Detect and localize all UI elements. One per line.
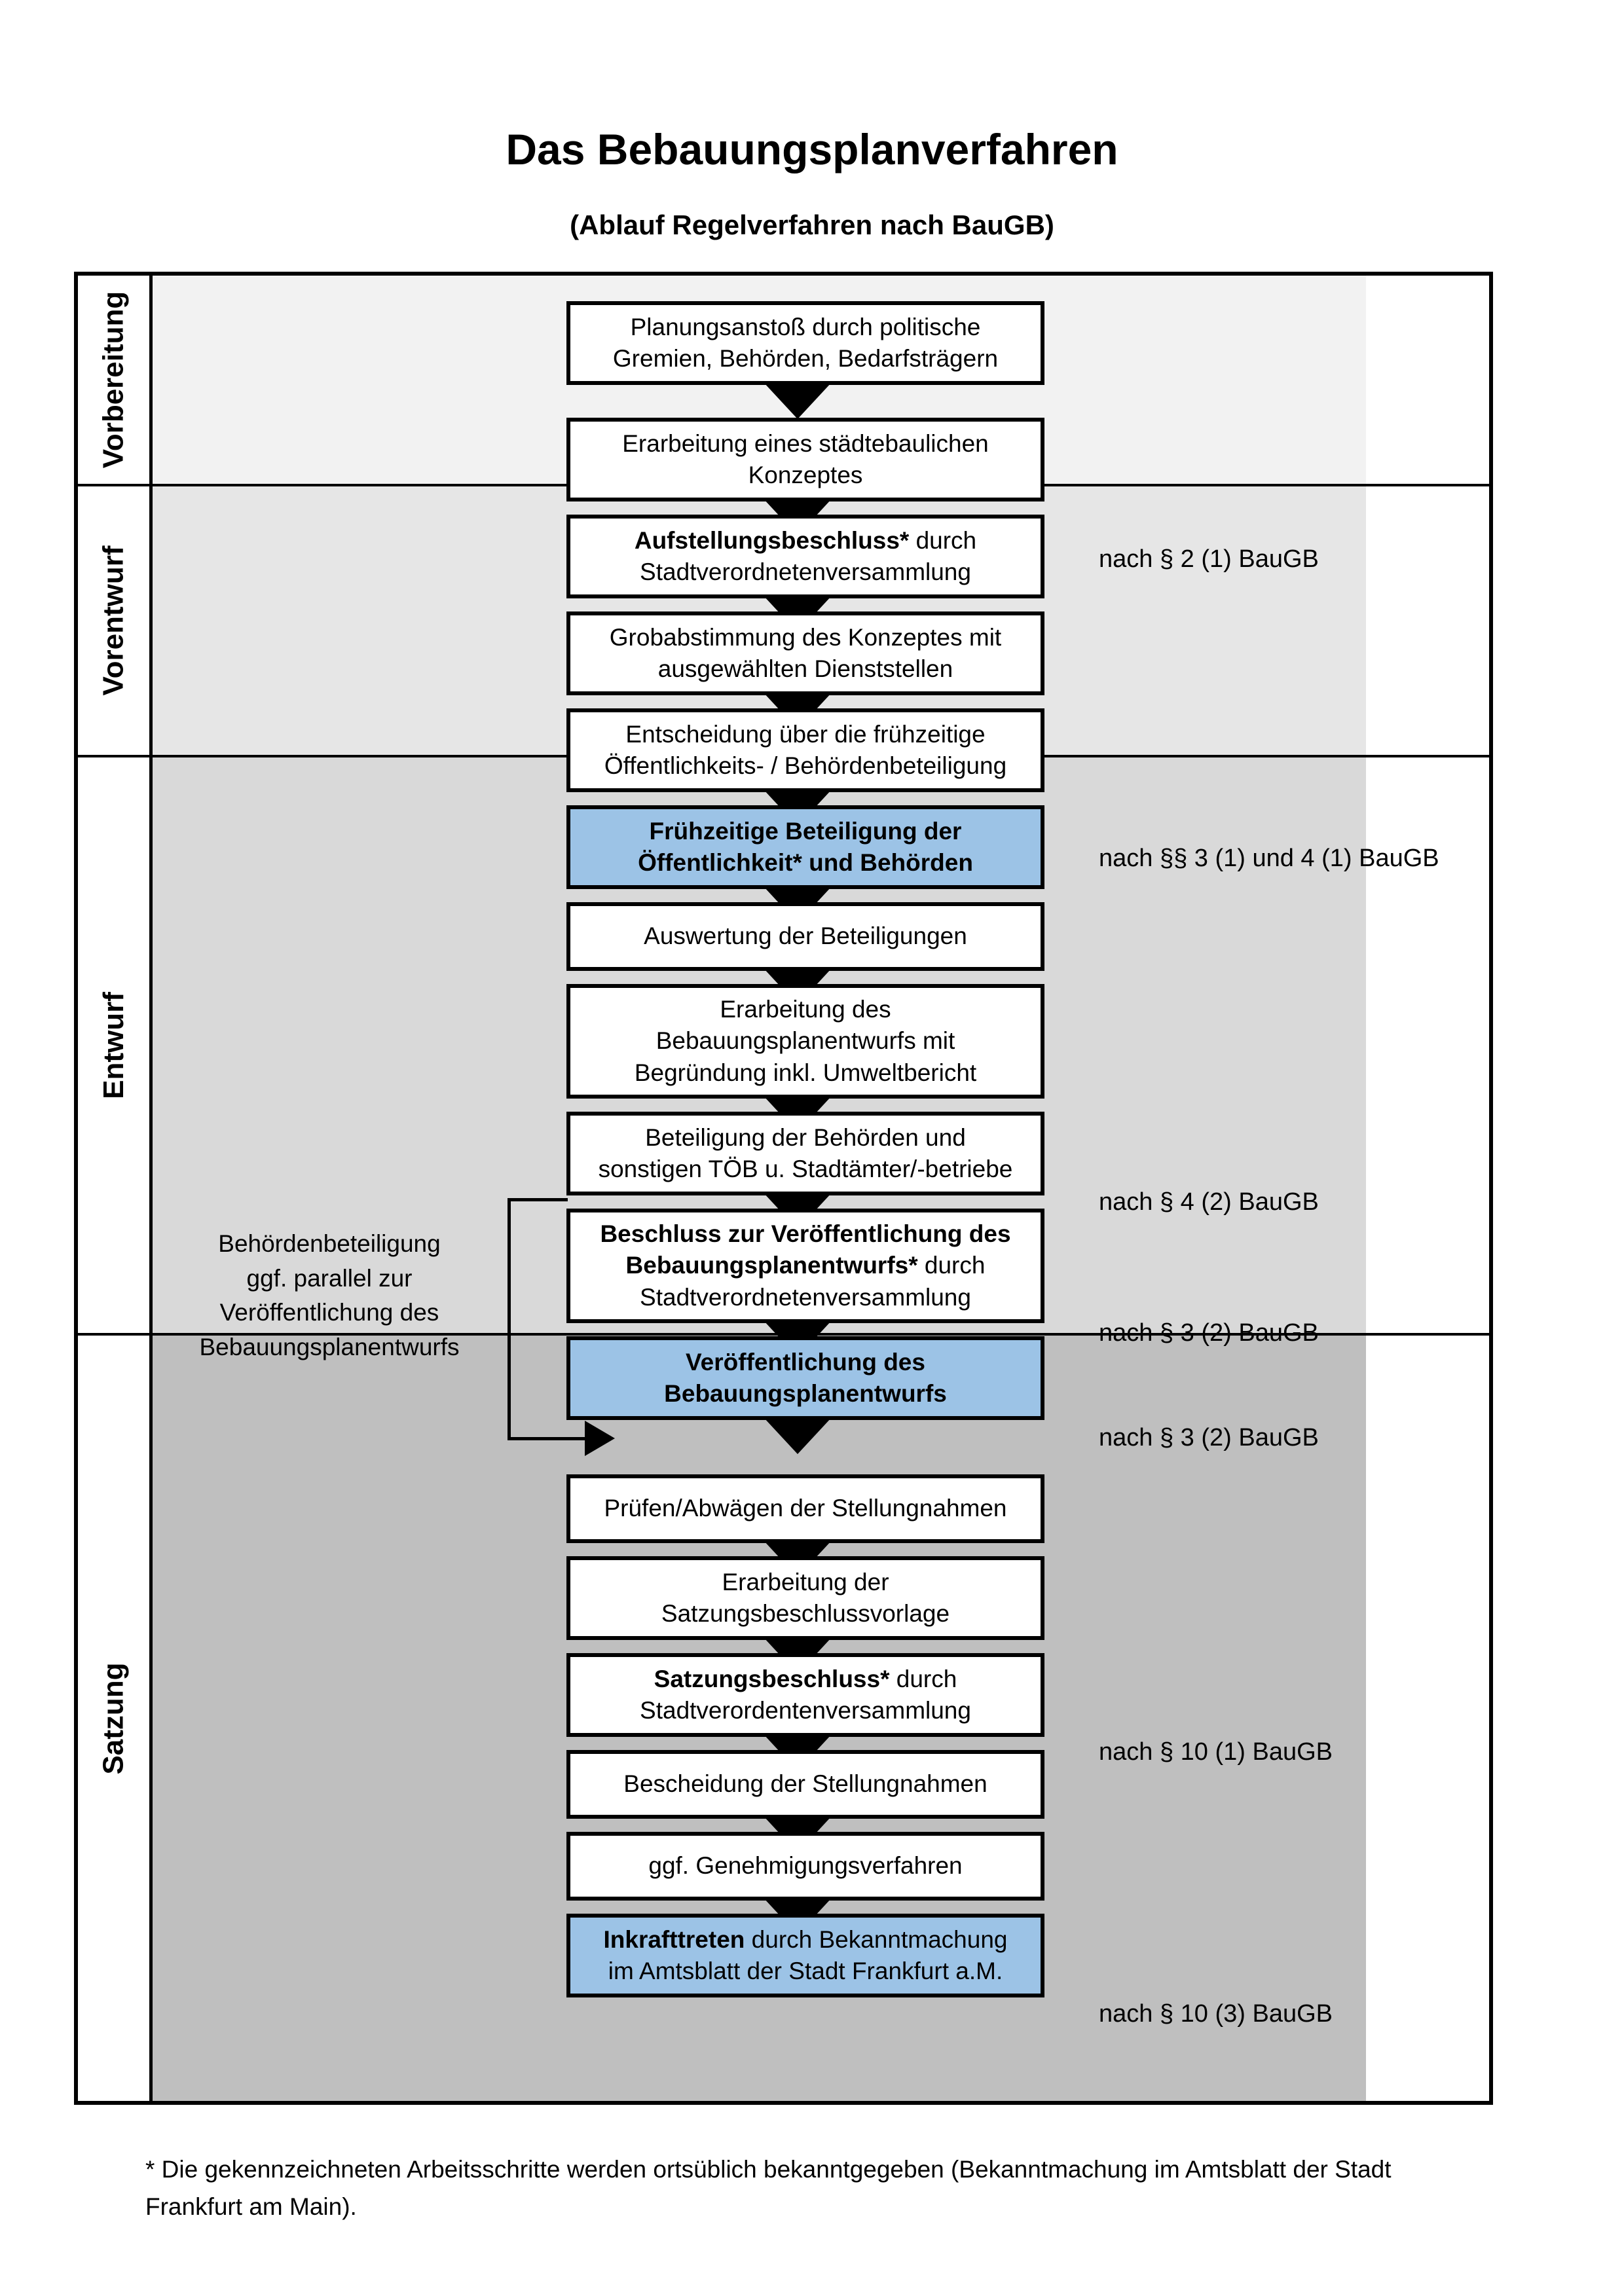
- process-box-erarbeitung-bplanentwurf[interactable]: Erarbeitung des Bebauungsplanentwurfs mi…: [566, 984, 1044, 1099]
- loop-connector-top-segment: [507, 1198, 568, 1201]
- box-line: Entscheidung über die frühzeitige: [625, 720, 986, 748]
- loop-connector-arrowhead-icon: [585, 1421, 615, 1456]
- process-box-beschluss-veroeffentlichung[interactable]: Beschluss zur Veröffentlichung des Bebau…: [566, 1209, 1044, 1323]
- box-line: Veröffentlichung des: [686, 1348, 925, 1376]
- process-box-satzungsbeschluss[interactable]: Satzungsbeschluss* durch Stadtverordente…: [566, 1653, 1044, 1737]
- loop-connector-vertical-segment: [507, 1198, 511, 1440]
- process-box-bescheidung-stellungnahmen[interactable]: Bescheidung der Stellungnahmen: [566, 1750, 1044, 1819]
- page-subtitle: (Ablauf Regelverfahren nach BauGB): [570, 210, 1054, 240]
- process-box-aufstellungsbeschluss[interactable]: Aufstellungsbeschluss* durch Stadtverord…: [566, 515, 1044, 598]
- box-line: Inkrafttreten durch Bekanntmachung: [603, 1925, 1008, 1953]
- legal-ref-par3-2-b: nach § 3 (2) BauGB: [1099, 1424, 1319, 1451]
- legal-ref-par3-1-4-1: nach §§ 3 (1) und 4 (1) BauGB: [1099, 845, 1439, 872]
- process-box-satzungsbeschlussvorlage[interactable]: Erarbeitung der Satzungsbeschlussvorlage: [566, 1556, 1044, 1640]
- process-box-entscheidung-fruehzeitige-beteiligung[interactable]: Entscheidung über die frühzeitige Öffent…: [566, 708, 1044, 792]
- box-line: Prüfen/Abwägen der Stellungnahmen: [604, 1495, 1007, 1522]
- diagram-frame: [74, 272, 1493, 2105]
- side-annotation-line: Behördenbeteiligung: [218, 1230, 441, 1257]
- footnote: * Die gekennzeichneten Arbeitsschritte w…: [145, 2156, 1392, 2221]
- box-line: Beteiligung der Behörden und: [645, 1123, 966, 1151]
- box-line: Erarbeitung des: [720, 996, 891, 1023]
- side-annotation-line: ggf. parallel zur: [246, 1264, 413, 1292]
- box-line: Konzeptes: [748, 462, 863, 488]
- side-annotation-line: Bebauungsplanentwurfs: [199, 1333, 460, 1360]
- box-line: Beschluss zur Veröffentlichung des: [600, 1220, 1011, 1248]
- box-line: im Amtsblatt der Stadt Frankfurt a.M.: [608, 1958, 1003, 1984]
- box-line: Grobabstimmung des Konzeptes mit: [609, 623, 1002, 651]
- box-line: Öffentlichkeit* und Behörden: [638, 849, 973, 876]
- phase-label-satzung: Satzung: [78, 1336, 149, 2101]
- box-line: Frühzeitige Beteiligung der: [649, 817, 962, 845]
- box-line: ausgewählten Dienststellen: [657, 655, 953, 682]
- box-line: Bebauungsplanentwurfs mit: [655, 1027, 955, 1055]
- process-box-auswertung-beteiligungen[interactable]: Auswertung der Beteiligungen: [566, 902, 1044, 971]
- box-line: Aufstellungsbeschluss* durch: [634, 526, 977, 554]
- process-box-fruehzeitige-beteiligung[interactable]: Frühzeitige Beteiligung der Öffentlichke…: [566, 805, 1044, 889]
- flow-arrow-down: [764, 382, 832, 419]
- box-line: Erarbeitung eines städtebaulichen: [622, 429, 989, 457]
- flow-arrow-down: [764, 1417, 832, 1454]
- page-title: Das Bebauungsplanverfahren: [506, 125, 1118, 173]
- process-box-pruefen-abwaegen[interactable]: Prüfen/Abwägen der Stellungnahmen: [566, 1474, 1044, 1543]
- box-line: Erarbeitung der: [722, 1568, 889, 1595]
- legal-ref-par10-3: nach § 10 (3) BauGB: [1099, 2000, 1333, 2028]
- phase-label-entwurf: Entwurf: [78, 757, 149, 1333]
- box-line: Bebauungsplanentwurfs: [664, 1380, 947, 1407]
- box-line: Öffentlichkeits- / Behördenbeteiligung: [604, 752, 1007, 779]
- box-line: Stadtverordentenversammlung: [640, 1697, 971, 1724]
- legal-ref-par3-2-a: nach § 3 (2) BauGB: [1099, 1319, 1319, 1347]
- loop-connector-bottom-segment: [507, 1437, 586, 1440]
- process-box-beteiligung-behoerden-toeb[interactable]: Beteiligung der Behörden und sonstigen T…: [566, 1112, 1044, 1195]
- side-annotation-line: Veröffentlichung des: [219, 1299, 439, 1326]
- box-line: Stadtverordnetenversammlung: [640, 1283, 971, 1311]
- process-box-planungsanstoss[interactable]: Planungsanstoß durch politische Gremien,…: [566, 301, 1044, 385]
- legal-ref-par2-1: nach § 2 (1) BauGB: [1099, 545, 1319, 573]
- box-line: Planungsanstoß durch politische: [630, 313, 981, 340]
- legal-ref-par10-1: nach § 10 (1) BauGB: [1099, 1738, 1333, 1766]
- box-line: Satzungsbeschlussvorlage: [661, 1600, 950, 1627]
- process-box-grobabstimmung[interactable]: Grobabstimmung des Konzeptes mit ausgewä…: [566, 611, 1044, 695]
- box-line: Satzungsbeschluss* durch: [654, 1665, 957, 1692]
- process-box-staedtebauliches-konzept[interactable]: Erarbeitung eines städtebaulichen Konzep…: [566, 418, 1044, 501]
- phase-label-vorentwurf: Vorentwurf: [78, 486, 149, 755]
- box-line: Auswertung der Beteiligungen: [644, 922, 967, 950]
- box-line: sonstigen TÖB u. Stadtämter/-betriebe: [598, 1156, 1013, 1182]
- box-line: Gremien, Behörden, Bedarfsträgern: [612, 345, 999, 372]
- box-line: ggf. Genehmigungsverfahren: [648, 1852, 963, 1880]
- side-annotation-behoerdenbeteiligung: Behördenbeteiligung ggf. parallel zur Ve…: [175, 1227, 483, 1364]
- process-box-veroeffentlichung-bplanentwurf[interactable]: Veröffentlichung des Bebauungsplanentwur…: [566, 1336, 1044, 1420]
- box-line: Bescheidung der Stellungnahmen: [623, 1770, 987, 1798]
- box-line: Bebauungsplanentwurfs* durch: [625, 1252, 986, 1279]
- legal-ref-par4-2: nach § 4 (2) BauGB: [1099, 1188, 1319, 1216]
- process-box-inkrafttreten[interactable]: Inkrafttreten durch Bekanntmachung im Am…: [566, 1914, 1044, 1997]
- phase-label-column-divider: [149, 272, 153, 2105]
- box-line: Begründung inkl. Umweltbericht: [634, 1059, 977, 1086]
- process-box-genehmigungsverfahren[interactable]: ggf. Genehmigungsverfahren: [566, 1832, 1044, 1901]
- phase-label-vorbereitung: Vorbereitung: [78, 276, 149, 484]
- box-line: Stadtverordnetenversammlung: [640, 558, 971, 585]
